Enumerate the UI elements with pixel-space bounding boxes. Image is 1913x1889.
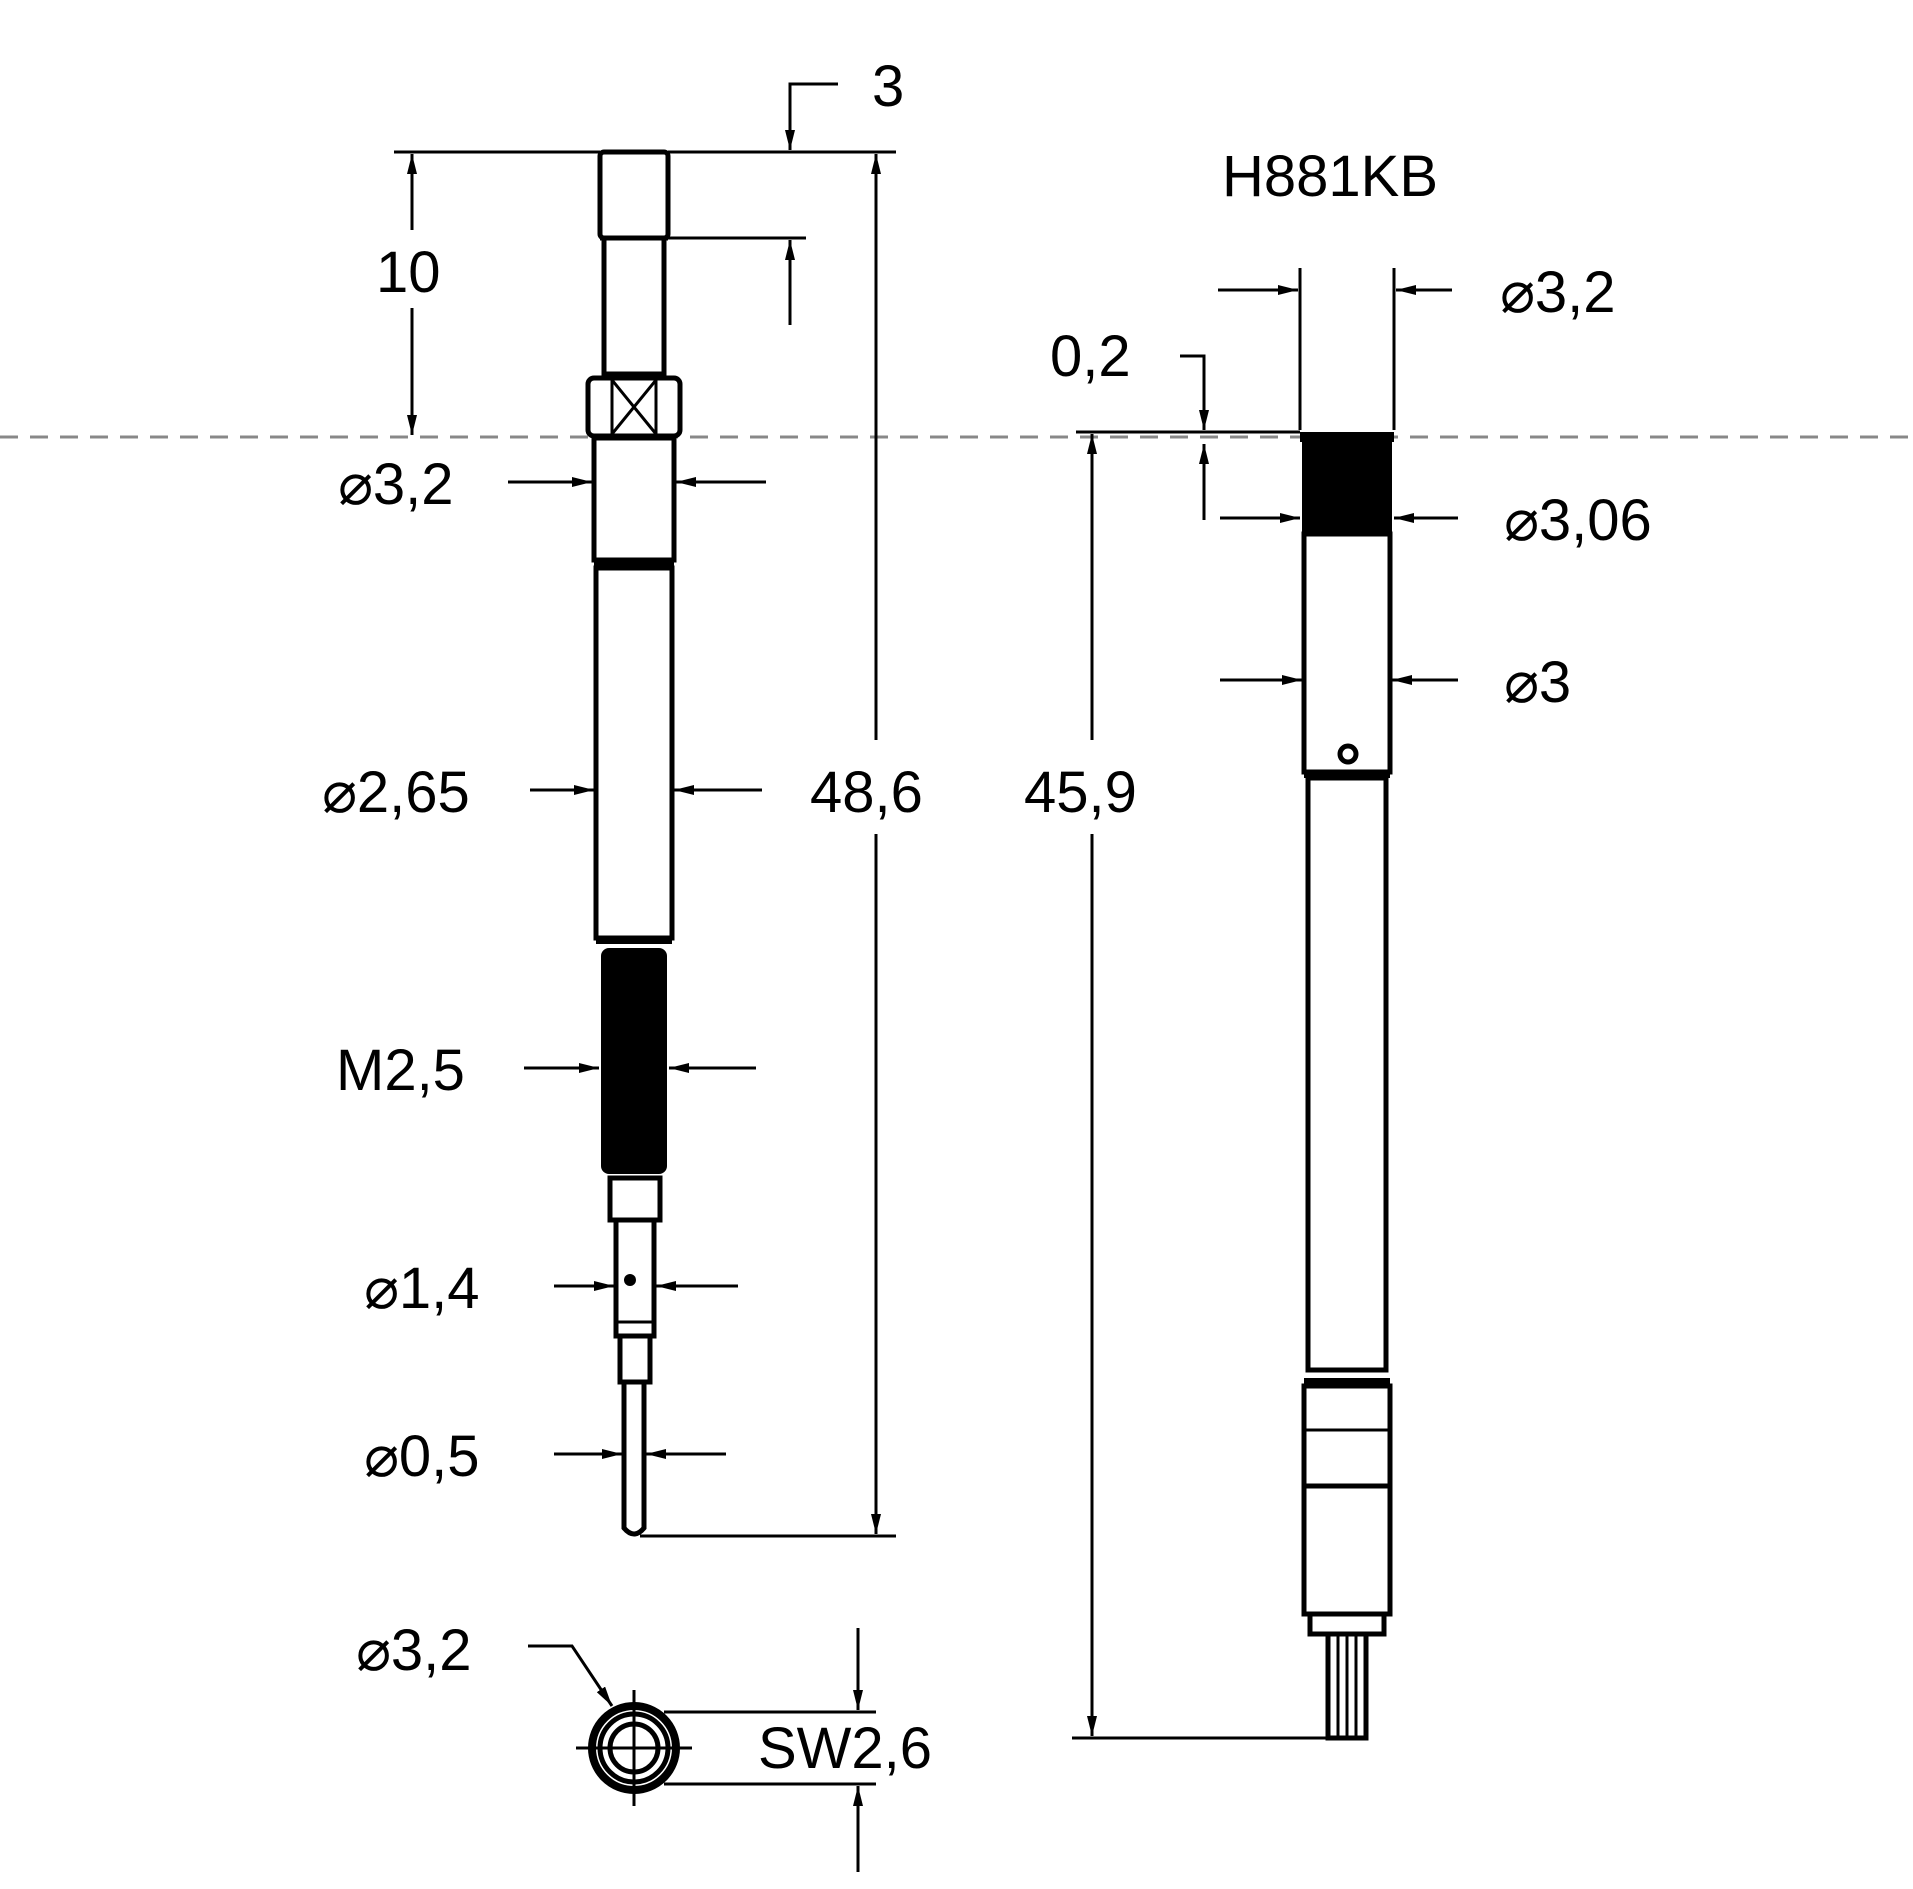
- right-dim-offset: 0,2: [1050, 324, 1131, 389]
- end-view: ⌀3,2 SW2,6: [356, 1618, 932, 1872]
- dim-pin-dia: ⌀0,5: [364, 1424, 480, 1489]
- dim-thread: M2,5: [336, 1038, 465, 1103]
- end-dim-dia: ⌀3,2: [356, 1618, 472, 1683]
- dim-top-offset: 3: [872, 54, 904, 119]
- right-dim-knurl-dia: ⌀3,06: [1504, 488, 1652, 553]
- end-dim-across-flats: SW2,6: [758, 1716, 932, 1781]
- right-dim-top-dia: ⌀3,2: [1500, 260, 1616, 325]
- left-part-view: [585, 149, 683, 1537]
- dim-shaft-dia: ⌀2,65: [322, 760, 470, 825]
- right-dimensions: H881KB ⌀3,2 0,2 ⌀3,06 ⌀3 45,9: [1024, 144, 1652, 1740]
- dim-head-dia: ⌀3,2: [338, 452, 454, 517]
- dim-tip-dia: ⌀1,4: [364, 1256, 480, 1321]
- part-title: H881KB: [1222, 144, 1438, 209]
- right-dim-length: 45,9: [1024, 760, 1137, 825]
- dim-total-length: 48,6: [810, 760, 923, 825]
- right-part-view: [1300, 432, 1394, 1741]
- dim-head-length: 10: [376, 240, 441, 305]
- left-dimensions: 3 10 ⌀3,2 ⌀2,65 M2,5 ⌀1,4 ⌀0,5 48,6: [322, 54, 923, 1538]
- right-dim-body-dia: ⌀3: [1504, 650, 1571, 715]
